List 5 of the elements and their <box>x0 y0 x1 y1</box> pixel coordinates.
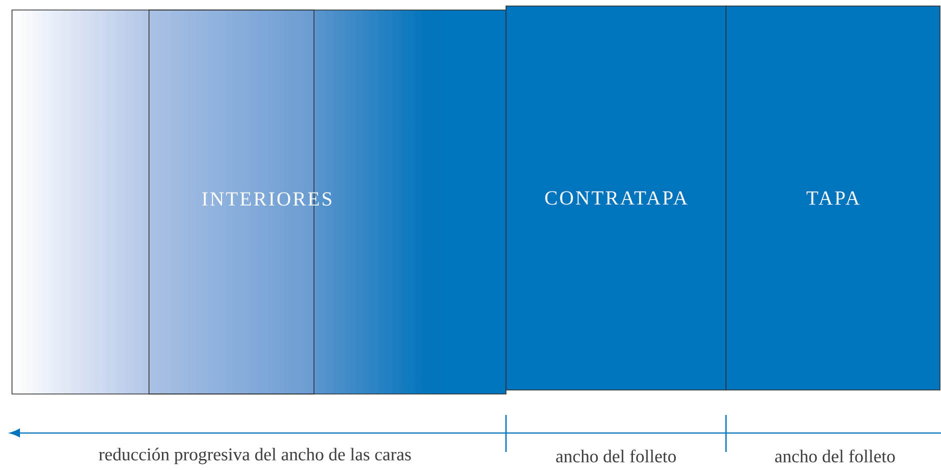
panel-box: TAPA <box>726 6 940 390</box>
dimension-label: ancho del folleto <box>556 450 676 462</box>
panel-box: CONTRATAPA <box>506 6 726 390</box>
dimension-label: reducción progresiva del ancho de las caras <box>98 448 411 464</box>
dimension-label: ancho del folleto <box>775 450 895 462</box>
